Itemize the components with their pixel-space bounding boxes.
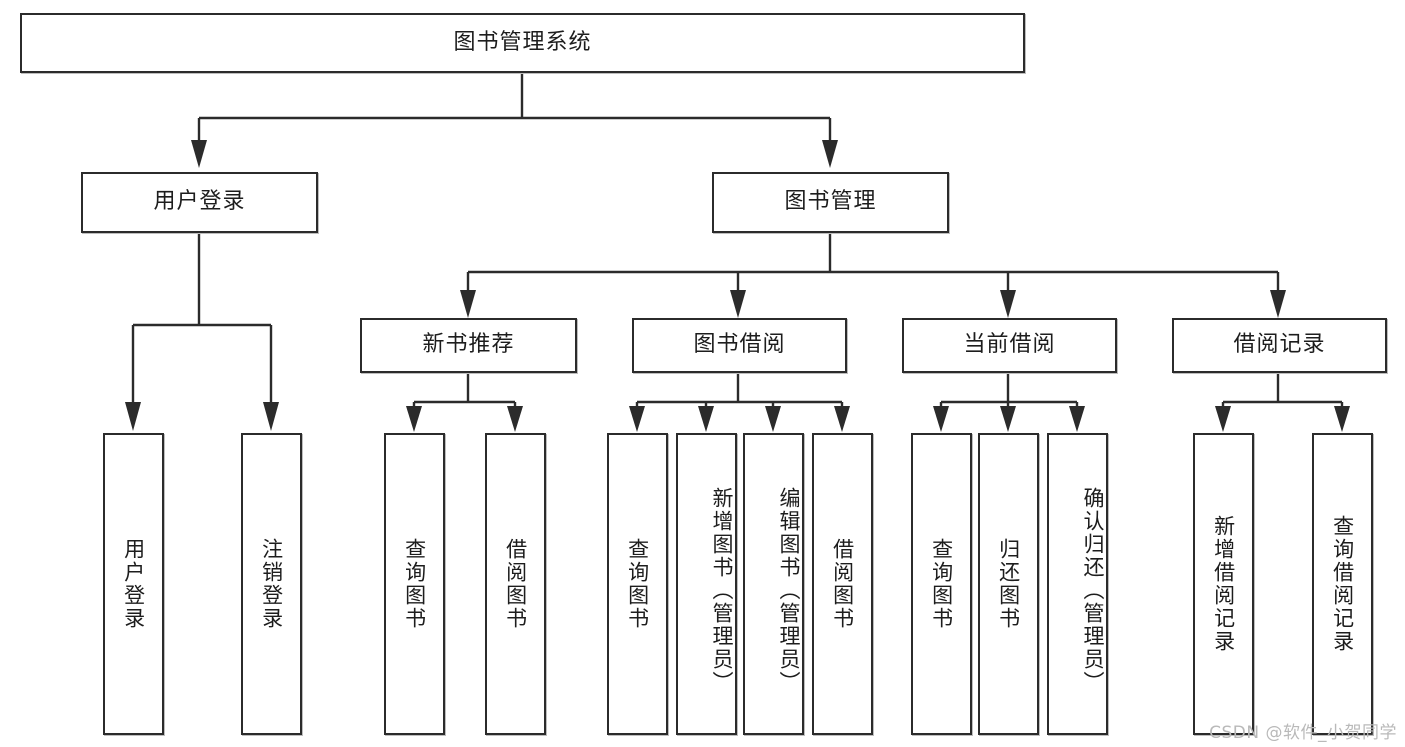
arrowhead-current-borrow: [1000, 290, 1016, 318]
node-label-user-login: 用户登录: [153, 189, 246, 215]
arrowhead-leaf-add-book: [698, 406, 714, 432]
node-leaf-edit-book[interactable]: 编辑图书（管理员）: [743, 433, 804, 735]
arrowhead-leaf-add-record: [1215, 406, 1231, 432]
node-label-root: 图书管理系统: [453, 29, 592, 55]
node-label-leaf-query-record: 查询借阅记录: [1330, 515, 1355, 653]
node-leaf-add-record[interactable]: 新增借阅记录: [1193, 433, 1254, 735]
arrowhead-borrow-record: [1270, 290, 1286, 318]
arrowhead-leaf-logout-login: [263, 402, 279, 431]
arrowhead-book-manage: [822, 140, 838, 168]
arrowhead-leaf-borrow-book-2: [834, 406, 850, 432]
node-user-login[interactable]: 用户登录: [81, 172, 318, 233]
node-leaf-return-book[interactable]: 归还图书: [978, 433, 1039, 735]
node-new-book-recommend[interactable]: 新书推荐: [360, 318, 577, 373]
node-label-new-book-recommend: 新书推荐: [422, 332, 515, 358]
node-label-leaf-add-book: 新增图书（管理员）: [710, 486, 734, 694]
node-borrow-record[interactable]: 借阅记录: [1172, 318, 1387, 373]
arrowhead-leaf-return-book: [1000, 406, 1016, 432]
node-label-book-manage: 图书管理: [784, 189, 877, 215]
node-label-leaf-confirm-return: 确认归还（管理员）: [1081, 486, 1105, 694]
node-leaf-logout-login[interactable]: 注销登录: [241, 433, 302, 735]
csdn-watermark: CSDN @软件_小贺同学: [1209, 723, 1397, 743]
node-label-leaf-query-book-3: 查询图书: [929, 538, 954, 630]
node-leaf-query-record[interactable]: 查询借阅记录: [1312, 433, 1373, 735]
arrowhead-user-login: [191, 140, 207, 168]
node-label-leaf-add-record: 新增借阅记录: [1211, 515, 1236, 653]
node-label-leaf-borrow-book-2: 借阅图书: [830, 538, 855, 630]
node-leaf-query-book-2[interactable]: 查询图书: [607, 433, 668, 735]
arrowhead-leaf-user-login: [125, 402, 141, 431]
node-leaf-user-login[interactable]: 用户登录: [103, 433, 164, 735]
arrowhead-leaf-query-book-3: [933, 406, 949, 432]
arrowhead-leaf-borrow-book-1: [507, 406, 523, 432]
node-leaf-confirm-return[interactable]: 确认归还（管理员）: [1047, 433, 1108, 735]
arrowhead-leaf-edit-book: [765, 406, 781, 432]
node-label-borrow-record: 借阅记录: [1233, 332, 1326, 358]
node-leaf-query-book-1[interactable]: 查询图书: [384, 433, 445, 735]
arrowhead-leaf-query-book-1: [406, 406, 422, 432]
node-label-leaf-query-book-2: 查询图书: [625, 538, 650, 630]
node-label-leaf-return-book: 归还图书: [996, 538, 1021, 630]
node-label-leaf-query-book-1: 查询图书: [402, 538, 427, 630]
node-label-book-borrow: 图书借阅: [693, 332, 786, 358]
node-label-leaf-user-login: 用户登录: [121, 538, 146, 630]
node-label-leaf-edit-book: 编辑图书（管理员）: [777, 486, 801, 694]
node-book-borrow[interactable]: 图书借阅: [632, 318, 847, 373]
node-leaf-borrow-book-2[interactable]: 借阅图书: [812, 433, 873, 735]
node-leaf-add-book[interactable]: 新增图书（管理员）: [676, 433, 737, 735]
arrowhead-leaf-query-book-2: [629, 406, 645, 432]
arrowhead-book-borrow: [730, 290, 746, 318]
node-book-manage[interactable]: 图书管理: [712, 172, 949, 233]
node-root-book-management-system[interactable]: 图书管理系统: [20, 13, 1025, 73]
node-label-current-borrow: 当前借阅: [963, 332, 1056, 358]
node-current-borrow[interactable]: 当前借阅: [902, 318, 1117, 373]
arrowhead-leaf-query-record: [1334, 406, 1350, 432]
node-leaf-query-book-3[interactable]: 查询图书: [911, 433, 972, 735]
node-label-leaf-borrow-book-1: 借阅图书: [503, 538, 528, 630]
arrowhead-leaf-confirm-return: [1069, 406, 1085, 432]
arrowhead-new-book-recommend: [460, 290, 476, 318]
node-label-leaf-logout-login: 注销登录: [259, 538, 284, 630]
node-leaf-borrow-book-1[interactable]: 借阅图书: [485, 433, 546, 735]
